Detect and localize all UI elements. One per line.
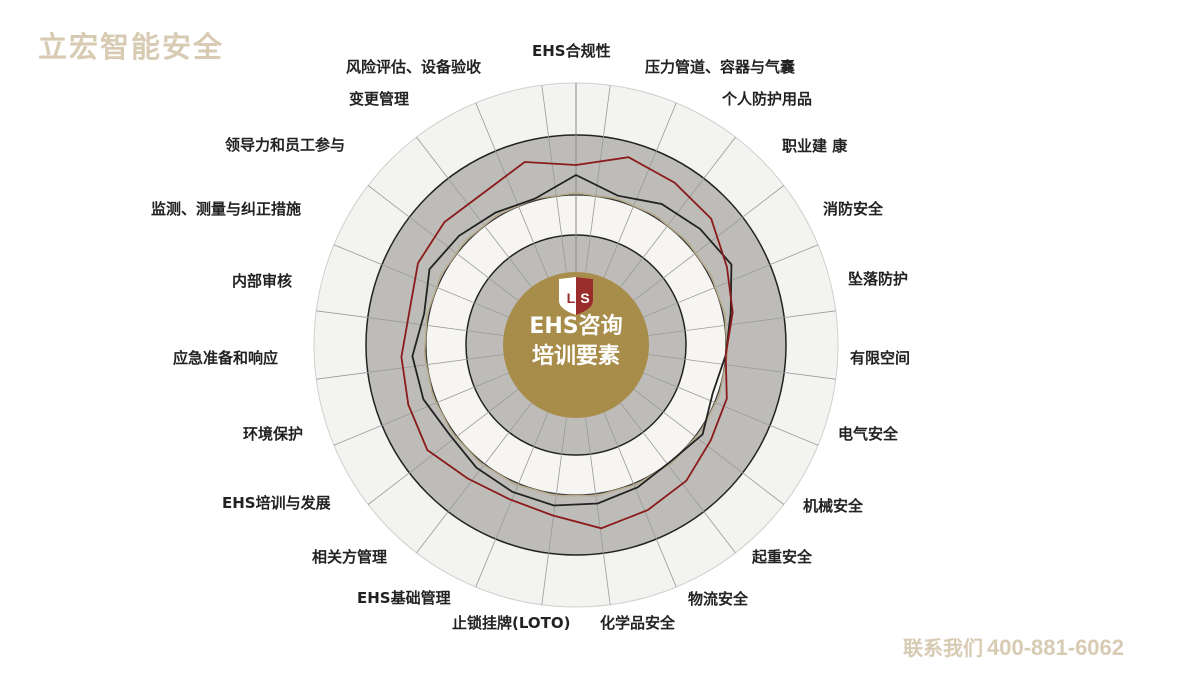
category-label: 压力管道、容器与气囊	[645, 58, 796, 76]
spoke-line	[367, 185, 519, 301]
phone-number: 400-881-6062	[987, 635, 1125, 660]
spoke-line	[333, 244, 509, 318]
spoke-line	[541, 85, 567, 273]
spoke-line	[648, 354, 836, 380]
lhs-shield-icon: LH S	[559, 277, 593, 315]
category-label: 物流安全	[688, 590, 749, 608]
category-label: 应急准备和响应	[173, 349, 279, 367]
category-label: 起重安全	[752, 548, 813, 566]
series-red-line	[400, 156, 734, 530]
svg-text:S: S	[580, 290, 589, 306]
series-tan-line	[423, 192, 729, 497]
category-label: 环境保护	[243, 425, 304, 443]
category-label: 消防安全	[823, 200, 884, 218]
category-label: EHS培训与发展	[222, 494, 331, 512]
svg-text:LH: LH	[567, 290, 586, 306]
brand-logo-text: 立宏智能安全	[38, 30, 225, 64]
category-label: 监测、测量与纠正措施	[151, 200, 302, 218]
spoke-line	[603, 102, 677, 278]
center-disc	[503, 272, 649, 418]
series-dark-line	[411, 173, 733, 507]
category-label: 化学品安全	[600, 614, 676, 632]
spoke-line	[333, 372, 509, 446]
category-label: 相关方管理	[312, 548, 388, 566]
category-label: EHS基础管理	[357, 589, 451, 607]
category-label: 有限空间	[850, 349, 911, 367]
category-label: 风险评估、设备验收	[346, 58, 482, 76]
category-label: 电气安全	[838, 425, 899, 443]
spoke-line	[620, 402, 736, 554]
spoke-line	[643, 372, 819, 446]
category-label: 职业建 康	[782, 137, 848, 155]
category-label: 个人防护用品	[722, 90, 813, 108]
spoke-line	[316, 310, 504, 336]
spoke-line	[633, 185, 785, 301]
center-title-line1: EHS咨询	[529, 314, 623, 339]
center-title: EHS咨询 培训要素	[503, 312, 649, 372]
spoke-line	[585, 417, 611, 605]
category-label: 变更管理	[349, 90, 410, 108]
spoke-line	[603, 412, 677, 588]
category-label: 领导力和员工参与	[225, 136, 346, 154]
spoke-line	[416, 136, 532, 288]
contact-label: 联系我们	[903, 636, 983, 660]
category-label: 内部审核	[232, 272, 293, 290]
category-label: 止锁挂牌(LOTO)	[452, 614, 571, 632]
spoke-line	[475, 102, 549, 278]
category-label: 机械安全	[803, 497, 864, 515]
spoke-line	[416, 402, 532, 554]
category-label: 坠落防护	[848, 270, 909, 288]
center-title-line2: 培训要素	[531, 344, 620, 369]
category-label: EHS合规性	[532, 42, 611, 60]
spoke-line	[620, 136, 736, 288]
spoke-line	[316, 354, 504, 380]
spoke-line	[541, 417, 567, 605]
spoke-line	[585, 85, 611, 273]
spoke-line	[367, 389, 519, 505]
spoke-line	[648, 310, 836, 336]
spoke-line	[633, 389, 785, 505]
